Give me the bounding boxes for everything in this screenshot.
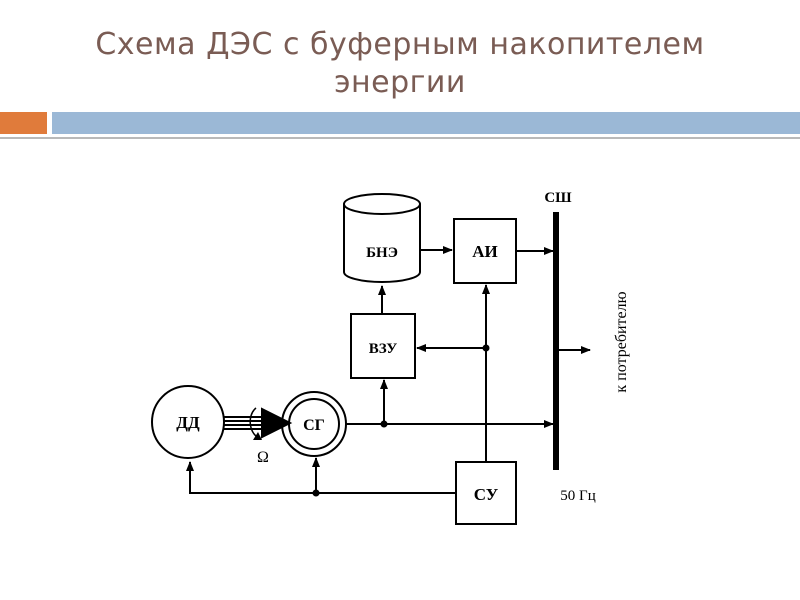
- junction-dot: [312, 489, 320, 497]
- su-label: СУ: [474, 485, 499, 504]
- slide-title-line-1: Схема ДЭС с буферным накопителем: [95, 27, 705, 62]
- omega-label: Ω: [257, 449, 269, 466]
- accent-bar-blue: [52, 112, 800, 134]
- junction-dot: [380, 420, 388, 428]
- slide-title-line-2: энергии: [334, 65, 466, 100]
- ai-label: АИ: [472, 242, 498, 261]
- vzu-charger-node: [350, 313, 416, 379]
- bne-label: БНЭ: [366, 245, 398, 261]
- junction-dot: [482, 344, 490, 352]
- rotation-arc-icon: [249, 407, 262, 440]
- busbar-label: СШ: [544, 190, 572, 206]
- ai-inverter-node: [453, 218, 517, 284]
- slide-title: Схема ДЭС с буферным накопителем энергии: [40, 26, 760, 102]
- dd-label: ДД: [176, 413, 200, 432]
- title-divider: [0, 137, 800, 139]
- bne-storage-node: [343, 193, 421, 283]
- consumer-label: к потребителю: [613, 291, 630, 392]
- frequency-label: 50 Гц: [560, 488, 595, 504]
- accent-bar-orange: [0, 112, 47, 134]
- edge-su-dd: [186, 461, 456, 494]
- sg-label: СГ: [303, 417, 325, 434]
- shaft-coupling: [224, 407, 293, 439]
- vzu-label: ВЗУ: [369, 341, 398, 357]
